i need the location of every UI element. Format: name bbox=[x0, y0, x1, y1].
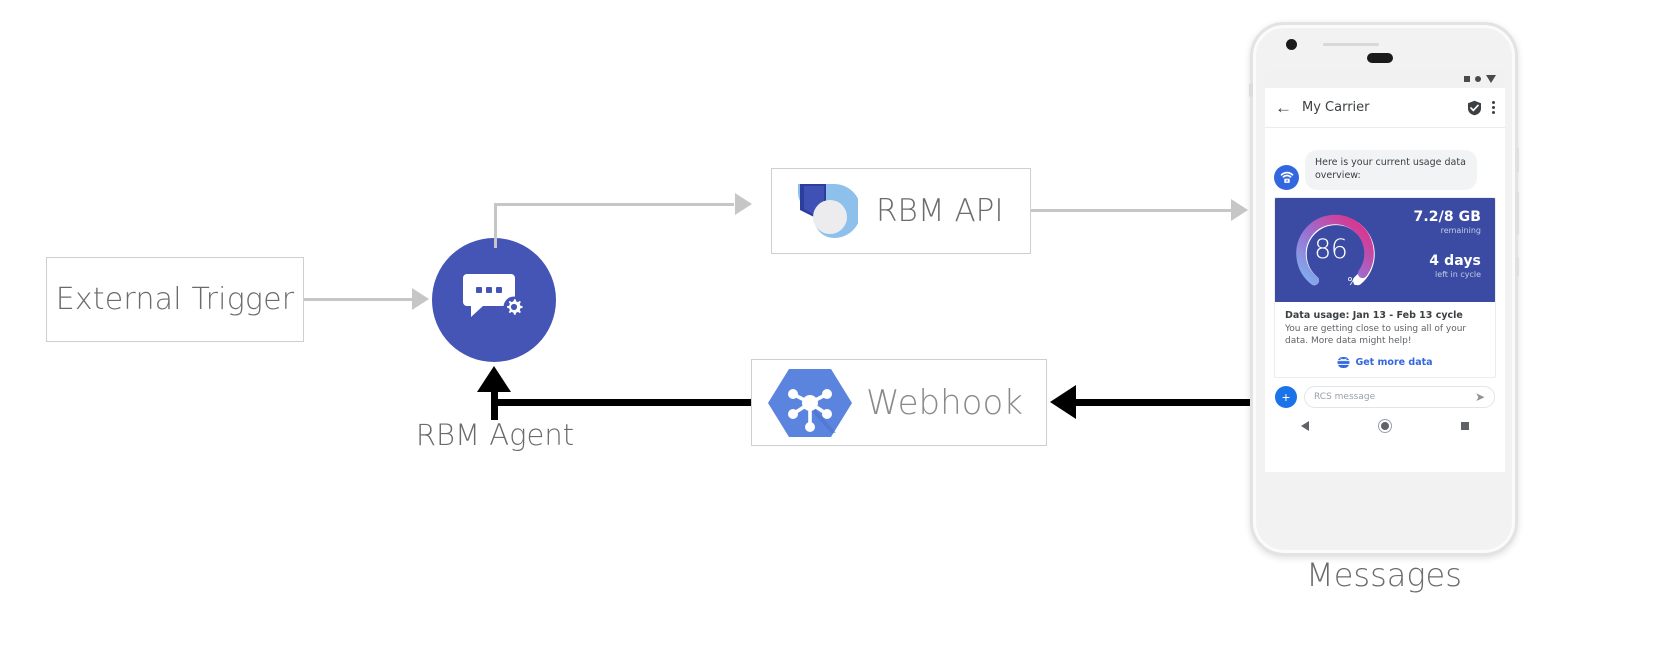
webhook-label: Webhook bbox=[866, 382, 1023, 423]
app-bar: ← My Carrier bbox=[1265, 88, 1505, 128]
back-arrow-icon[interactable]: ← bbox=[1275, 98, 1292, 117]
stat-block-data: 7.2/8 GB remaining bbox=[1414, 209, 1482, 235]
rich-card[interactable]: 86 % 7.2/8 GB remaining 4 days lef bbox=[1274, 196, 1496, 378]
data-usage-gauge: 86 % bbox=[1292, 206, 1380, 294]
conversation-area: Here is your current usage data overview… bbox=[1265, 128, 1505, 378]
arrowhead-agent-to-api bbox=[735, 193, 752, 215]
card-title: Data usage: Jan 13 - Feb 13 cycle bbox=[1285, 309, 1463, 321]
messages-app-label: Messages bbox=[1306, 556, 1462, 594]
incoming-message-row: Here is your current usage data overview… bbox=[1274, 150, 1496, 190]
arrowhead-webhook-to-agent bbox=[477, 366, 511, 392]
arrowhead-trigger-to-agent bbox=[412, 288, 429, 310]
rbm-api-logo-icon bbox=[798, 184, 858, 238]
rcs-message-input[interactable]: RCS message ➤ bbox=[1304, 385, 1495, 408]
rcs-message-placeholder: RCS message bbox=[1314, 391, 1376, 402]
earpiece-grille bbox=[1323, 43, 1379, 46]
shield-check-icon[interactable] bbox=[1467, 100, 1482, 116]
front-camera-icon bbox=[1286, 39, 1297, 50]
stat-block-cycle: 4 days left in cycle bbox=[1414, 252, 1481, 279]
globe-icon bbox=[1337, 355, 1351, 369]
data-remaining-label: remaining bbox=[1440, 225, 1481, 235]
webhook-node[interactable]: Webhook bbox=[751, 359, 1047, 446]
connector-agent-to-api-vertical bbox=[494, 203, 497, 248]
earpiece-speaker bbox=[1367, 53, 1393, 63]
overflow-menu-icon[interactable] bbox=[1492, 101, 1495, 114]
days-left-label: left in cycle bbox=[1434, 269, 1481, 279]
android-nav-bar bbox=[1265, 413, 1505, 438]
arrowhead-phone-to-webhook bbox=[1050, 385, 1076, 419]
message-composer: + RCS message ➤ bbox=[1265, 377, 1505, 414]
gauge-value-group: 86 % bbox=[1292, 206, 1380, 294]
incoming-message-bubble: Here is your current usage data overview… bbox=[1305, 150, 1477, 190]
rbm-api-node[interactable]: RBM API bbox=[771, 168, 1031, 254]
wifi-router-icon bbox=[1274, 164, 1299, 190]
send-icon[interactable]: ➤ bbox=[1474, 389, 1485, 404]
connector-webhook-to-agent-horizontal bbox=[491, 399, 751, 406]
rbm-agent-node[interactable] bbox=[432, 238, 556, 362]
phone-device: ← My Carrier bbox=[1249, 22, 1519, 556]
phone-left-button[interactable] bbox=[1249, 83, 1253, 97]
arrowhead-api-to-phone bbox=[1231, 199, 1248, 221]
connector-api-to-phone bbox=[1031, 209, 1232, 212]
connector-webhook-to-agent-vertical bbox=[491, 392, 498, 420]
phone-power-button[interactable] bbox=[1515, 147, 1519, 173]
gauge-percent-symbol: % bbox=[1347, 274, 1358, 288]
dot-icon bbox=[1475, 76, 1481, 82]
gauge-percent-value: 86 bbox=[1314, 234, 1348, 266]
get-more-data-label: Get more data bbox=[1355, 356, 1433, 368]
rbm-api-label: RBM API bbox=[876, 193, 1004, 229]
phone-volume-button[interactable] bbox=[1515, 191, 1519, 235]
phone-extra-button[interactable] bbox=[1515, 257, 1519, 277]
chat-gear-icon bbox=[463, 274, 525, 318]
hero-stats: 7.2/8 GB remaining 4 days left in cycle bbox=[1414, 209, 1482, 279]
webhook-hexagon-icon bbox=[768, 368, 852, 437]
data-remaining-value: 7.2/8 GB bbox=[1413, 208, 1481, 225]
card-body: Data usage: Jan 13 - Feb 13 cycle You ar… bbox=[1275, 302, 1495, 377]
get-more-data-button[interactable]: Get more data bbox=[1285, 355, 1485, 371]
card-description: You are getting close to using all of yo… bbox=[1285, 323, 1467, 347]
square-icon bbox=[1464, 76, 1470, 82]
status-bar bbox=[1265, 70, 1505, 88]
connector-phone-to-webhook bbox=[1076, 399, 1252, 406]
connector-agent-to-api-horizontal bbox=[494, 203, 734, 206]
external-trigger-label: External Trigger bbox=[55, 282, 295, 317]
external-trigger-node[interactable]: External Trigger bbox=[46, 257, 304, 342]
triangle-down-icon bbox=[1486, 75, 1496, 83]
plus-icon[interactable]: + bbox=[1275, 385, 1297, 408]
rbm-agent-label: RBM Agent bbox=[415, 418, 575, 452]
nav-back-icon[interactable] bbox=[1301, 420, 1309, 431]
card-hero: 86 % 7.2/8 GB remaining 4 days lef bbox=[1275, 197, 1495, 302]
nav-recents-icon[interactable] bbox=[1461, 421, 1469, 430]
connector-trigger-to-agent bbox=[304, 298, 414, 301]
phone-bezel bbox=[1253, 25, 1515, 70]
phone-screen: ← My Carrier bbox=[1265, 70, 1505, 472]
days-left-value: 4 days bbox=[1429, 252, 1481, 269]
conversation-title: My Carrier bbox=[1302, 100, 1370, 115]
nav-home-icon[interactable] bbox=[1381, 421, 1389, 430]
